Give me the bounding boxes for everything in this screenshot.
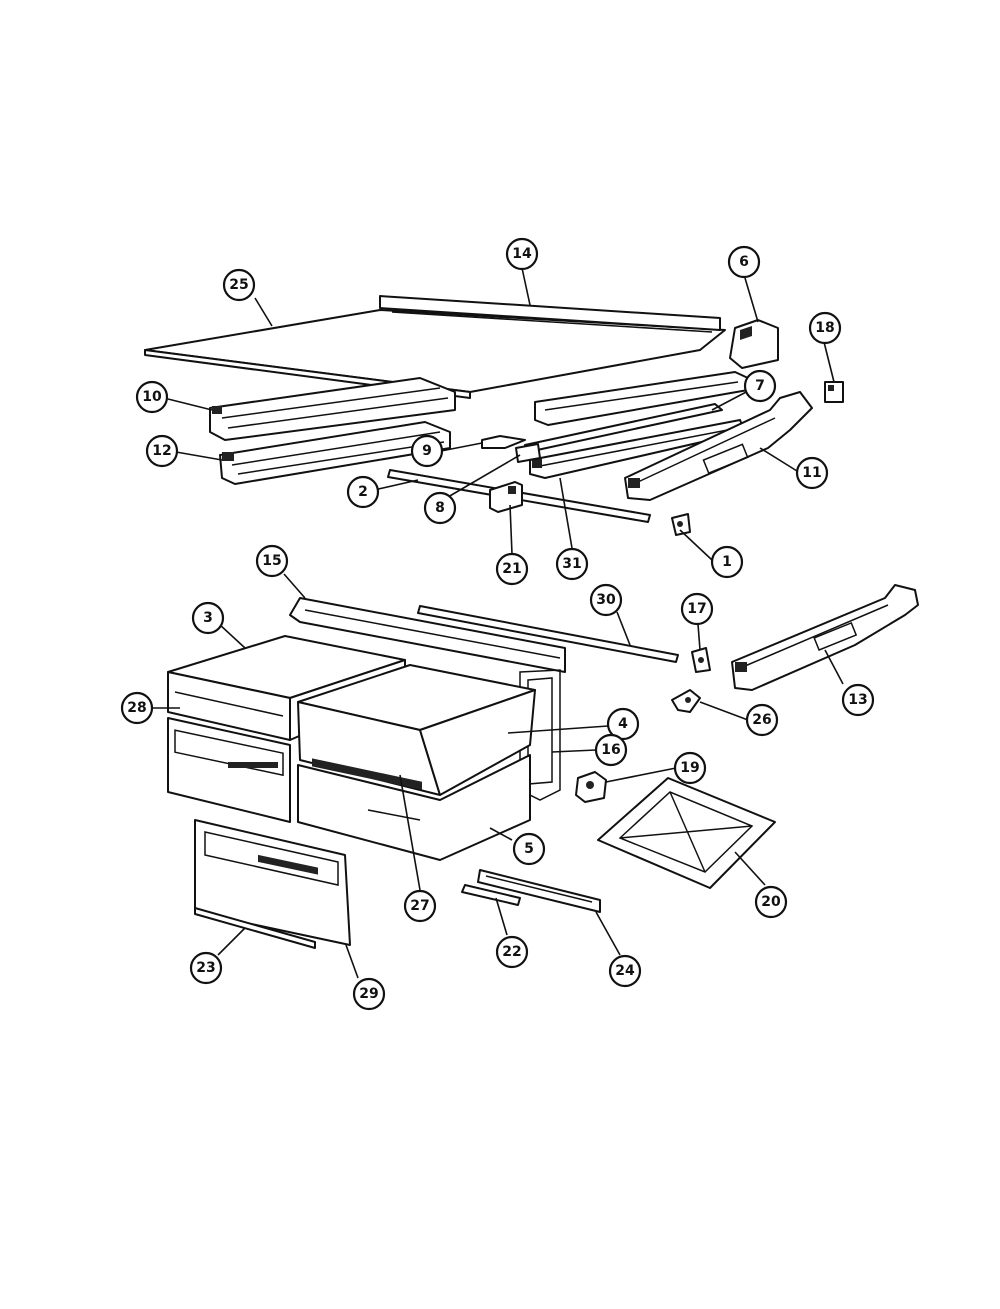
callout-label: 18: [815, 320, 834, 336]
callout-label: 3: [203, 610, 213, 626]
callout-15: 15: [255, 544, 289, 578]
callout-7: 7: [743, 369, 777, 403]
callout-16: 16: [594, 733, 628, 767]
part-6-corner-block: [729, 319, 779, 369]
part-13-right-support: [731, 584, 919, 691]
callout-21: 21: [495, 552, 529, 586]
callout-label: 14: [512, 246, 532, 262]
part-21-bracket: [489, 481, 523, 513]
callout-17: 17: [680, 592, 714, 626]
callout-24: 24: [608, 954, 642, 988]
callout-6: 6: [727, 245, 761, 279]
part-29-drawer-front: [194, 819, 351, 946]
part-20-crisper-frame: [597, 777, 776, 889]
part-15-front-header: [289, 597, 566, 673]
callout-label: 2: [358, 484, 368, 500]
callout-label: 7: [755, 378, 765, 394]
callout-4: 4: [606, 707, 640, 741]
callout-label: 20: [761, 894, 781, 910]
callout-18: 18: [808, 311, 842, 345]
part-28-left-drawer: [167, 717, 291, 823]
callout-label: 11: [802, 465, 821, 481]
callout-5: 5: [512, 832, 546, 866]
callout-9: 9: [410, 434, 444, 468]
callout-31: 31: [555, 547, 589, 581]
part-4-right-pan: [297, 664, 536, 796]
callout-3: 3: [191, 601, 225, 635]
callout-label: 30: [596, 592, 616, 608]
callout-29: 29: [352, 977, 386, 1011]
part-31-slide-rail: [529, 419, 746, 479]
callout-label: 29: [359, 986, 378, 1002]
callout-22: 22: [495, 935, 529, 969]
part-23-trim-strip: [194, 907, 316, 949]
callout-label: 19: [680, 760, 699, 776]
callout-label: 26: [752, 712, 771, 728]
part-1-clip: [671, 513, 691, 536]
callout-label: 27: [410, 898, 429, 914]
part-14-rear-trim: [379, 295, 721, 333]
callout-label: 25: [229, 277, 248, 293]
callout-label: 22: [502, 944, 521, 960]
part-8-block: [515, 443, 541, 463]
part-10-left-upper-rail: [209, 377, 456, 441]
callout-label: 16: [601, 742, 620, 758]
callout-25: 25: [222, 268, 256, 302]
part-30-rod: [417, 605, 679, 663]
callout-label: 31: [562, 556, 581, 572]
part-18-bracket: [824, 381, 844, 403]
callout-19: 19: [673, 751, 707, 785]
callout-label: 8: [435, 500, 445, 516]
part-24-slide-rail: [477, 869, 601, 913]
callout-27: 27: [403, 889, 437, 923]
part-9-clip: [481, 435, 526, 449]
callout-12: 12: [145, 434, 179, 468]
part-5-right-drawer: [297, 754, 531, 861]
callout-label: 10: [142, 389, 162, 405]
part-11-right-support: [624, 391, 813, 501]
callout-label: 12: [152, 443, 171, 459]
callout-2: 2: [346, 475, 380, 509]
callout-label: 13: [848, 692, 867, 708]
callout-label: 17: [687, 601, 706, 617]
leader-lines: [153, 267, 844, 979]
part-19-clip: [575, 771, 607, 803]
callout-30: 30: [589, 583, 623, 617]
part-22-slide: [461, 884, 521, 906]
part-right-inner-rail: [534, 371, 749, 426]
callout-label: 15: [262, 553, 281, 569]
callout-26: 26: [745, 703, 779, 737]
callout-8: 8: [423, 491, 457, 525]
callout-10: 10: [135, 380, 169, 414]
callout-13: 13: [841, 683, 875, 717]
callout-20: 20: [754, 885, 788, 919]
part-12-left-lower-rail: [219, 421, 451, 485]
part-17-clip: [691, 647, 711, 673]
callout-label: 6: [739, 254, 749, 270]
callout-label: 24: [615, 963, 635, 979]
callout-28: 28: [120, 691, 154, 725]
callout-label: 4: [618, 716, 628, 732]
callout-label: 28: [127, 700, 146, 716]
callout-1: 1: [710, 545, 744, 579]
callout-label: 1: [722, 554, 732, 570]
callout-label: 5: [524, 841, 534, 857]
callout-11: 11: [795, 456, 829, 490]
callout-label: 23: [196, 960, 215, 976]
part-26-cam: [671, 689, 701, 713]
callout-23: 23: [189, 951, 223, 985]
callout-label: 21: [502, 561, 521, 577]
callout-label: 9: [422, 443, 432, 459]
callout-14: 14: [505, 237, 539, 271]
